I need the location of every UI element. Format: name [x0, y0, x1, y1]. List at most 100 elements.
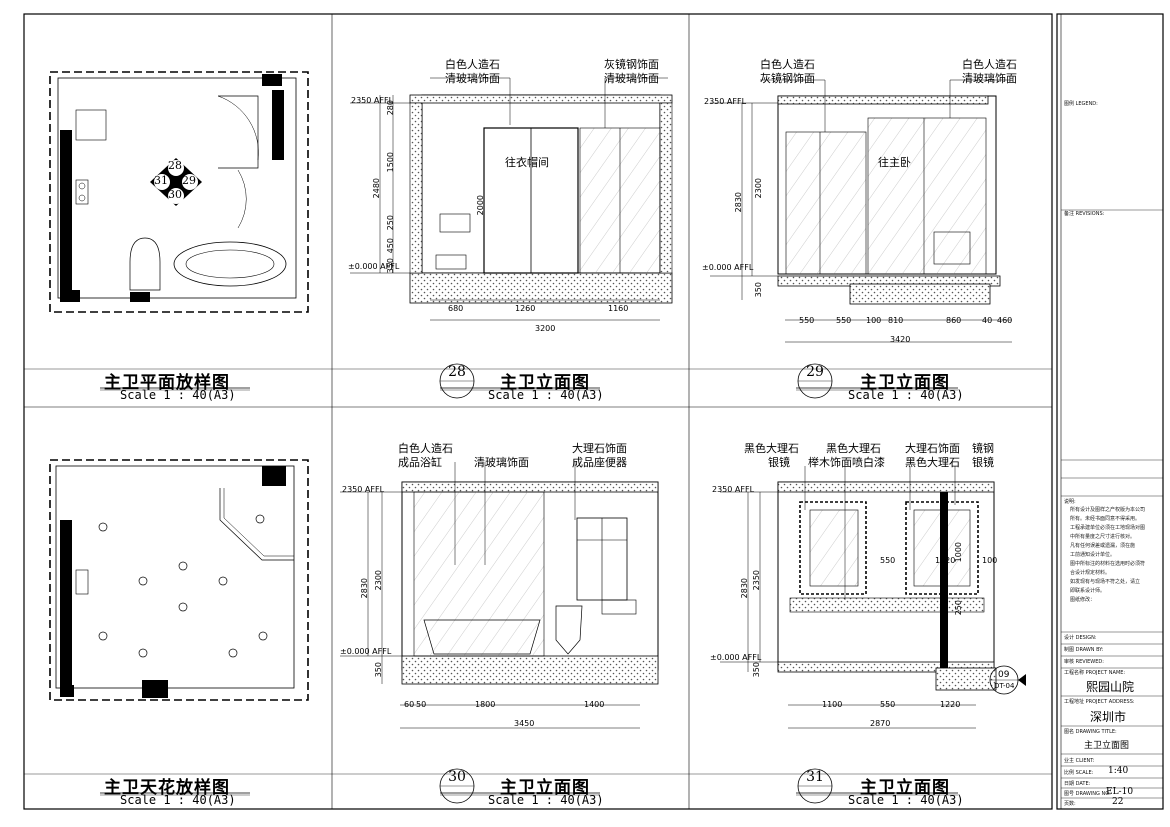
- e31-dim-v3: 550: [880, 556, 896, 565]
- ceiling-title: 主卫天花放样图: [104, 778, 230, 798]
- e28-dim-v0: 2480: [372, 178, 381, 199]
- plan-marker-31[interactable]: 31: [154, 174, 168, 187]
- e28-room-label: 往衣帽间: [505, 156, 549, 169]
- e31-ref-number[interactable]: 09: [998, 670, 1010, 680]
- e30-scale: Scale 1 : 40(A3): [488, 793, 604, 807]
- e29-dim-v1: 2300: [754, 178, 763, 199]
- e30-dim-h1: 50: [416, 700, 427, 709]
- e31-dim-v6: 100: [982, 556, 998, 565]
- tb-revisions-label: 备注 REVISIONS:: [1064, 211, 1105, 217]
- e30-note-r1: 大理石饰面: [572, 442, 627, 455]
- tb-reviewed-label: 审核 REVIEWED:: [1064, 659, 1104, 665]
- e30-note-r2: 成品座便器: [572, 456, 627, 469]
- plan-marker-28[interactable]: 28: [168, 159, 182, 172]
- e29-dim-h1: 550: [836, 316, 852, 325]
- e29-note-l2: 灰镜钢饰面: [760, 72, 815, 85]
- e28-dim-v6: 2000: [476, 195, 485, 216]
- e30-dim-v1: 2300: [374, 570, 383, 591]
- e28-note-r1: 灰镜钢饰面: [604, 58, 659, 71]
- e30-title: 主卫立面图: [500, 778, 590, 798]
- e31-note-b2: 榉木饰面喷白漆: [808, 456, 885, 469]
- tb-dtitle-label: 图名 DRAWING TITLE:: [1064, 729, 1117, 735]
- e30-dim-h2: 1800: [475, 700, 496, 709]
- e29-dim-total: 3420: [890, 335, 911, 344]
- e28-dim-v3: 450: [386, 238, 395, 254]
- e30-note-l1: 白色人造石: [398, 442, 453, 455]
- e30-dim-total: 3450: [514, 719, 535, 728]
- e31-affl-top: 2350 AFFL: [712, 485, 755, 494]
- elevation-30: [340, 462, 659, 729]
- e29-dim-h2: 100: [866, 316, 882, 325]
- e28-affl-top: 2350 AFFL: [351, 96, 394, 105]
- e29-note-r1: 白色人造石: [962, 58, 1017, 71]
- tb-client-label: 业主 CLIENT:: [1064, 758, 1095, 764]
- e28-dim-h2: 1160: [608, 304, 629, 313]
- e29-note-r2: 清玻璃饰面: [962, 72, 1017, 85]
- tb-scale-label: 比例 SCALE:: [1064, 770, 1094, 776]
- tb-address: 深圳市: [1090, 710, 1127, 724]
- e31-note-c2: 黑色大理石: [905, 456, 960, 469]
- plan-title: 主卫平面放样图: [104, 373, 230, 393]
- tb-notes-label: 说明:: [1064, 499, 1076, 505]
- e28-note-l1: 白色人造石: [445, 58, 500, 71]
- e31-dim-v0: 2830: [740, 578, 749, 599]
- e30-affl-top: 2350 AFFL: [342, 485, 385, 494]
- tb-project-name: 熙园山院: [1086, 680, 1135, 694]
- e28-affl-bot: ±0.000 AFFL: [348, 262, 400, 271]
- e30-affl-bot: ±0.000 AFFL: [340, 647, 392, 656]
- e29-affl-bot: ±0.000 AFFL: [702, 263, 754, 272]
- e28-title: 主卫立面图: [500, 373, 590, 393]
- e31-affl-bot: ±0.000 AFFL: [710, 653, 762, 662]
- e31-dim-v4: 1120: [935, 556, 956, 565]
- tb-drawn-label: 制图 DRAWN BY:: [1064, 647, 1104, 653]
- e31-dim-v2: 350: [752, 662, 761, 678]
- e29-dim-v0: 2830: [734, 192, 743, 213]
- tb-page: 22: [1112, 797, 1124, 807]
- e29-dim-h4: 860: [946, 316, 962, 325]
- plan-marker-29[interactable]: 29: [182, 174, 196, 187]
- e31-dim-v1: 2350: [752, 570, 761, 591]
- e31-note-c1: 大理石饰面: [905, 442, 960, 455]
- e30-dim-h3: 1400: [584, 700, 605, 709]
- e31-note-a1: 黑色大理石: [744, 442, 799, 455]
- tb-page-label: 页数:: [1064, 801, 1076, 807]
- tb-project-label: 工程名称 PROJECT NAME:: [1064, 670, 1126, 676]
- e29-dim-h3: 810: [888, 316, 904, 325]
- e28-dim-v4: 350: [386, 258, 395, 274]
- e31-dim-v7: 250: [954, 600, 963, 616]
- e31-dim-h0: 1100: [822, 700, 843, 709]
- e30-number: 30: [448, 769, 466, 785]
- plan-scale: Scale 1 : 40(A3): [120, 388, 236, 402]
- e28-dim-total: 3200: [535, 324, 556, 333]
- tb-scale: 1:40: [1108, 766, 1129, 776]
- e31-note-a2: 银镜: [768, 456, 790, 469]
- tb-drawing-title: 主卫立面图: [1084, 741, 1130, 751]
- e31-dim-h1: 550: [880, 700, 896, 709]
- ceiling-view: [49, 459, 309, 701]
- e30-note-l2: 成品浴缸: [398, 456, 442, 469]
- e28-note-r2: 清玻璃饰面: [604, 72, 659, 85]
- e29-number: 29: [806, 364, 824, 380]
- tb-dwg-label: 图号 DRAWING NO:: [1064, 791, 1111, 797]
- plan-marker-30[interactable]: 30: [168, 188, 182, 201]
- e31-title: 主卫立面图: [860, 778, 950, 798]
- e29-dim-v2: 350: [754, 282, 763, 298]
- e28-note-l2: 清玻璃饰面: [445, 72, 500, 85]
- e29-dim-h5: 40: [982, 316, 993, 325]
- e31-ref-code[interactable]: DT-04: [994, 682, 1015, 690]
- e28-dim-h1: 1260: [515, 304, 536, 313]
- e30-dim-v2: 350: [374, 662, 383, 678]
- e29-note-l1: 白色人造石: [760, 58, 815, 71]
- e31-note-b1: 黑色大理石: [826, 442, 881, 455]
- ceiling-scale: Scale 1 : 40(A3): [120, 793, 236, 807]
- e29-dim-h6: 460: [997, 316, 1013, 325]
- e31-dim-h2: 1220: [940, 700, 961, 709]
- e28-dim-v1: 1500: [386, 152, 395, 173]
- e29-title: 主卫立面图: [860, 373, 950, 393]
- elevation-29: [710, 79, 1012, 343]
- e29-scale: Scale 1 : 40(A3): [848, 388, 964, 402]
- e29-room-label: 往主卧: [878, 156, 911, 169]
- e31-note-d1: 镜钢: [972, 442, 994, 455]
- e28-dim-h0: 680: [448, 304, 464, 313]
